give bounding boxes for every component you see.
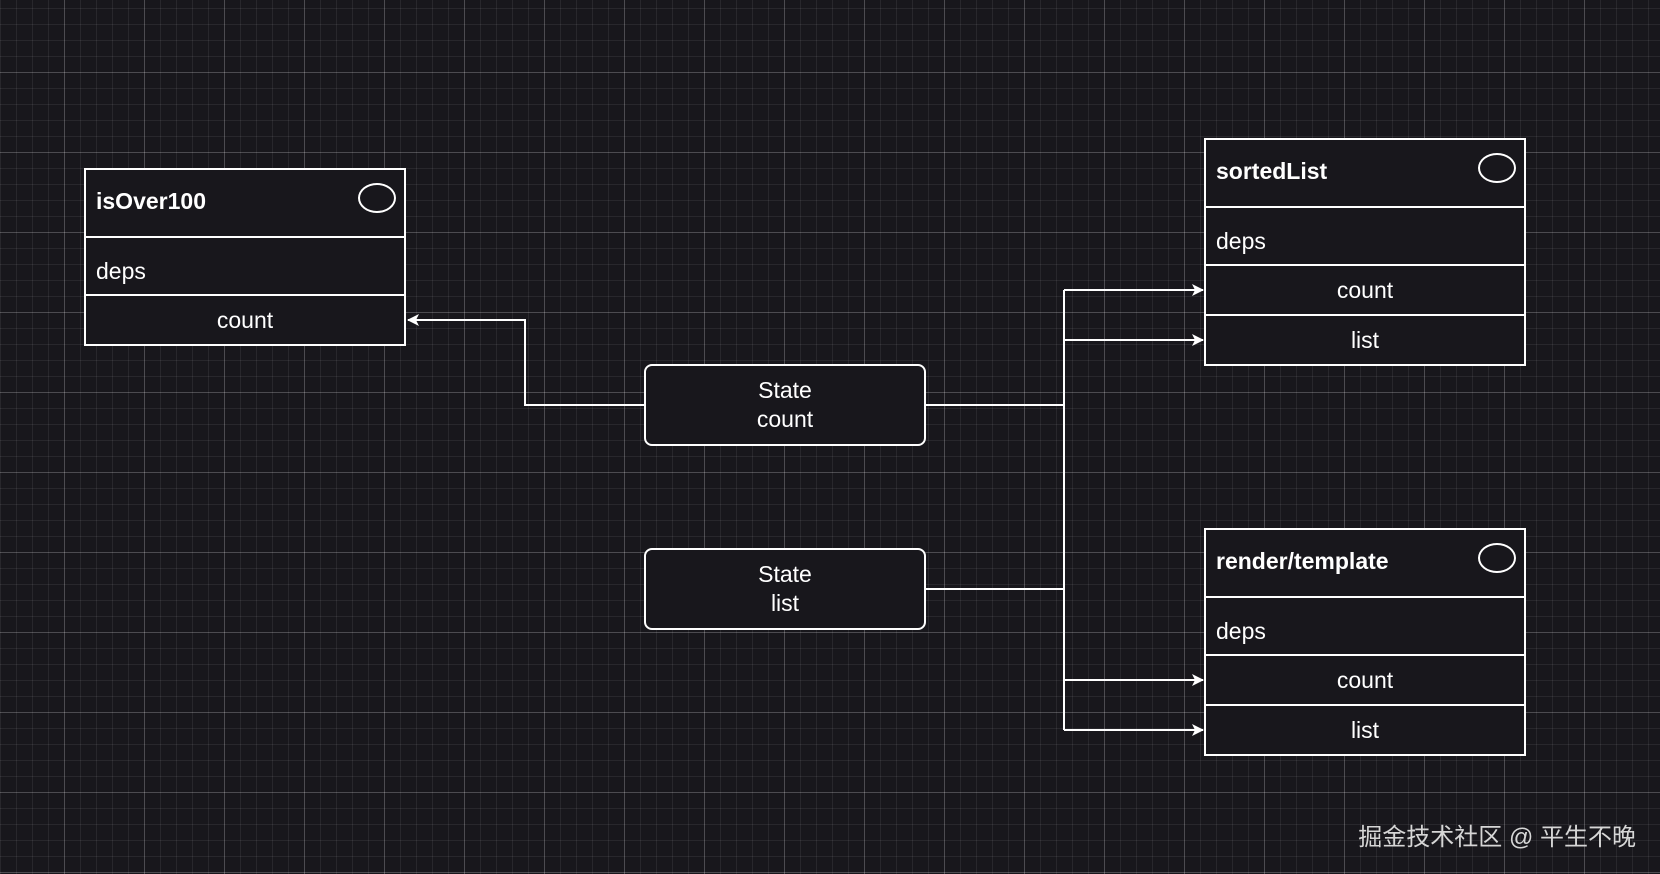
deps-label: deps (96, 258, 146, 284)
node-deps: deps (86, 238, 404, 296)
node-title: isOver100 (96, 188, 206, 214)
node-title: sortedList (1216, 158, 1328, 184)
node-header: sortedList (1206, 140, 1524, 208)
dep-row-count: count (216, 306, 274, 333)
state-count-box[interactable]: State count (644, 364, 926, 446)
state-count-line1: State (758, 377, 812, 403)
deps-label: deps (1216, 618, 1266, 644)
circle-icon (1478, 543, 1516, 573)
state-list-line1: State (758, 561, 812, 587)
edge-count-to-isover100 (407, 314, 645, 406)
node-header: isOver100 (86, 170, 404, 238)
dep-row-list: list (1350, 716, 1380, 743)
state-list-line2: list (770, 590, 800, 616)
node-render-template[interactable]: render/template deps count list (1204, 528, 1526, 756)
deps-label: deps (1216, 228, 1266, 254)
node-header: render/template (1206, 530, 1524, 598)
dep-row-count: count (1206, 266, 1524, 316)
circle-icon (358, 183, 396, 213)
node-sortedlist[interactable]: sortedList deps count list (1204, 138, 1526, 366)
node-deps: deps (1206, 598, 1524, 656)
watermark: 掘金技术社区 @ 平生不晚 (1358, 824, 1636, 851)
node-title: render/template (1216, 548, 1389, 574)
circle-icon (1478, 153, 1516, 183)
state-count-line2: count (756, 406, 814, 432)
state-list-box[interactable]: State list (644, 548, 926, 630)
dep-row-list: list (1350, 326, 1380, 353)
node-isover100[interactable]: isOver100 deps count (84, 168, 406, 346)
dep-row-count: count (1206, 656, 1524, 706)
node-deps: deps (1206, 208, 1524, 266)
